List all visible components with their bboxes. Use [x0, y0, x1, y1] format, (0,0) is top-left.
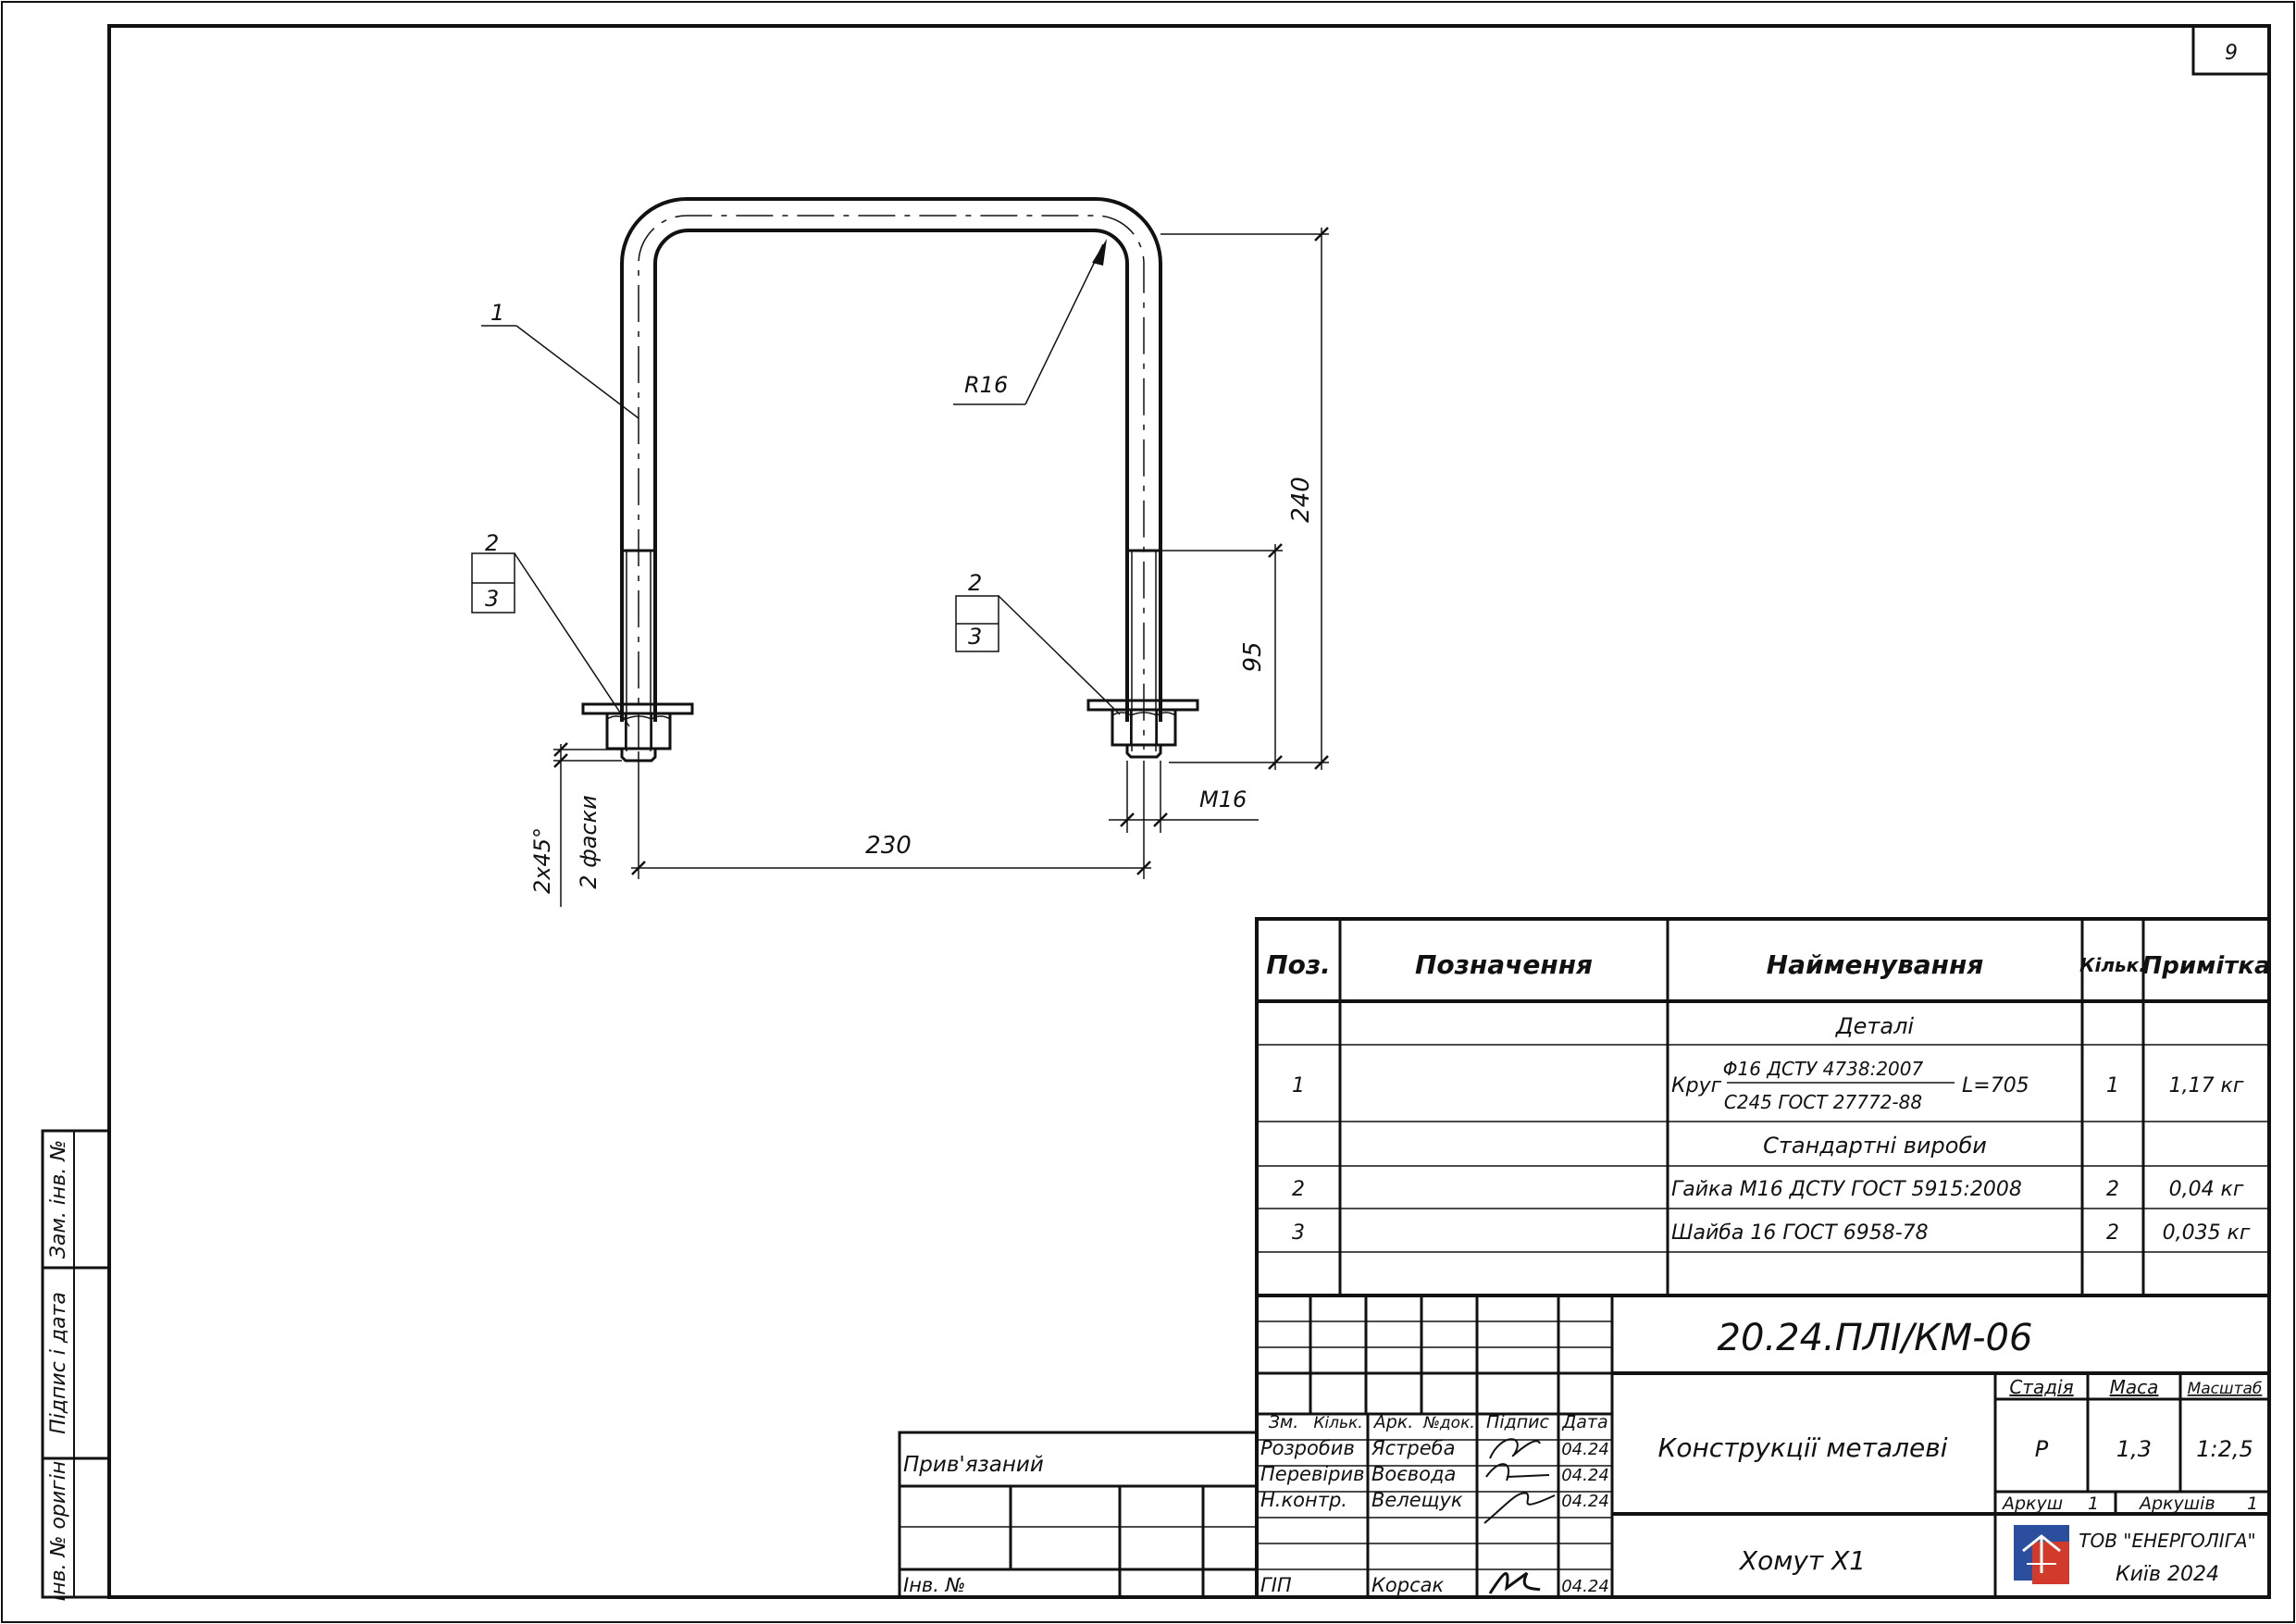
u-bolt-outer-contour — [620, 197, 1162, 722]
spec-header-name: Найменування — [1767, 949, 1984, 980]
spec-section-details: Деталі — [1835, 1013, 1915, 1039]
stamp-zam-inv: Зам. інв. № — [47, 1140, 70, 1259]
dim-95-label: 95 — [1239, 641, 1267, 672]
sheet-number: 9 — [2225, 42, 2238, 65]
spec-row2-note: 0,04 кг — [2169, 1178, 2244, 1201]
tb-tied: Прив'язаний — [903, 1453, 1044, 1477]
tb-r2-date: 04.24 — [1561, 1466, 1609, 1485]
tb-col-zm: Зм. — [1269, 1412, 1299, 1432]
tb-r1-name: Ястреба — [1371, 1437, 1455, 1459]
spec-row1-qty: 1 — [2106, 1074, 2119, 1097]
spec-header-qty: Кільк. — [2079, 954, 2146, 976]
dim-m16-label: M16 — [1199, 787, 1247, 812]
tb-sheet-value: 1 — [2088, 1494, 2099, 1514]
tb-inv-no: Інв. № — [903, 1574, 966, 1596]
sheet-number-box: 9 — [2191, 24, 2271, 76]
tb-r3-name: Велещук — [1371, 1489, 1463, 1511]
spec-header-note: Примітка — [2141, 952, 2270, 980]
radius-arrow — [1092, 239, 1107, 266]
spec-row2-pos: 2 — [1292, 1178, 1305, 1201]
tb-r3-role: Н.контр. — [1260, 1489, 1347, 1511]
tb-scale-label: Масштаб — [2188, 1380, 2263, 1398]
spec-row1-frac-top: Φ16 ДСТУ 4738:2007 — [1723, 1058, 1924, 1080]
leader-3-right-label: 3 — [968, 624, 982, 650]
spec-row2-qty: 2 — [2106, 1178, 2119, 1201]
tb-r2-signature — [1485, 1463, 1550, 1481]
spec-section-standard: Стандартні вироби — [1763, 1133, 1987, 1159]
drawing-frame — [107, 24, 2271, 1599]
tb-stage-label: Стадія — [2009, 1376, 2073, 1398]
tb-col-kilk: Кільк. — [1313, 1414, 1362, 1432]
title-block: Зм. Кільк. Арк. №док. Підпис Дата Розроб… — [1255, 1294, 2271, 1599]
tb-r1-role: Розробив — [1260, 1437, 1355, 1459]
tb-r4-name: Корсак — [1371, 1574, 1445, 1596]
tb-r2-role: Перевірив — [1260, 1463, 1365, 1485]
tb-sheet-label: Аркуш — [2001, 1494, 2063, 1514]
spec-row3-qty: 2 — [2106, 1221, 2119, 1245]
leader-1-label: 1 — [490, 300, 504, 326]
specification-table: Поз. Позначення Найменування Кільк. Прим… — [1255, 917, 2271, 1297]
tied-block: Прив'язаний Інв. № — [898, 1431, 1259, 1599]
tb-r4-role: ГІП — [1260, 1574, 1292, 1596]
tb-doc-code: 20.24.ПЛІ/КМ-06 — [1718, 1317, 2033, 1359]
tb-sheets-label: Аркушів — [2138, 1494, 2215, 1514]
tb-sheets-value: 1 — [2247, 1494, 2258, 1514]
spec-row2-name: Гайка М16 ДСТУ ГОСТ 5915:2008 — [1671, 1178, 2022, 1201]
tb-stage: Р — [2035, 1436, 2049, 1462]
tb-r4-signature — [1488, 1571, 1541, 1594]
tb-r4-date: 04.24 — [1561, 1577, 1609, 1596]
spec-header-designation: Позначення — [1415, 949, 1593, 980]
tb-col-ndok: №док. — [1422, 1414, 1475, 1432]
tb-object: Конструкції металеві — [1657, 1432, 1947, 1463]
spec-row3-pos: 3 — [1292, 1221, 1305, 1245]
tb-col-data: Дата — [1561, 1412, 1607, 1432]
tb-col-pidpys: Підпис — [1486, 1412, 1549, 1432]
dim-240-label: 240 — [1287, 477, 1315, 523]
dim-230-label: 230 — [865, 832, 912, 860]
spec-row1-pos: 1 — [1292, 1074, 1305, 1097]
spec-row3-note: 0,035 кг — [2163, 1221, 2251, 1245]
spec-row1-frac-bottom: С245 ГОСТ 27772-88 — [1724, 1091, 1922, 1113]
spec-row1-length: L=705 — [1962, 1074, 2029, 1097]
tb-r1-signature — [1489, 1438, 1541, 1459]
tb-r1-date: 04.24 — [1561, 1440, 1609, 1459]
tb-col-ark: Арк. — [1372, 1412, 1414, 1432]
tb-r3-date: 04.24 — [1561, 1492, 1609, 1511]
leader-2-right-label: 2 — [968, 570, 982, 596]
tb-city-year: Київ 2024 — [2116, 1563, 2219, 1586]
stamp-inv-orig: Інв. № оригін. — [47, 1455, 70, 1601]
tb-r2-name: Воєвода — [1371, 1463, 1456, 1485]
chamfer-count-label: 2 фаски — [576, 795, 602, 888]
side-stamp: Зам. інв. № Підпис і дата Інв. № оригін. — [41, 1129, 111, 1601]
radius-label: R16 — [964, 372, 1008, 398]
u-bolt-inner-contour — [653, 229, 1129, 722]
spec-row3-name: Шайба 16 ГОСТ 6958-78 — [1671, 1221, 1929, 1245]
tb-mass-label: Маса — [2110, 1376, 2159, 1398]
tb-company: ТОВ "ЕНЕРГОЛІГА" — [2079, 1530, 2255, 1552]
stamp-pidpys-data: Підпис і дата — [47, 1292, 70, 1434]
u-bolt-centerline — [638, 215, 1145, 750]
tb-scale: 1:2,5 — [2196, 1436, 2253, 1462]
tb-mass: 1,3 — [2116, 1436, 2152, 1462]
u-bolt-drawing: 1 2 3 2 3 R16 240 95 — [471, 197, 1329, 907]
company-logo — [2014, 1525, 2069, 1584]
spec-header-pos: Поз. — [1266, 949, 1331, 980]
right-nut — [1111, 708, 1177, 759]
tb-part: Хомут Х1 — [1738, 1545, 1866, 1576]
spec-row1-note: 1,17 кг — [2169, 1074, 2244, 1097]
left-nut — [605, 712, 672, 762]
spec-row1-name-prefix: Круг — [1671, 1074, 1722, 1097]
leader-2-left-label: 2 — [485, 530, 499, 556]
tb-r3-signature — [1483, 1492, 1556, 1524]
leader-3-left-label: 3 — [485, 586, 499, 612]
chamfer-label: 2x45° — [529, 827, 555, 894]
